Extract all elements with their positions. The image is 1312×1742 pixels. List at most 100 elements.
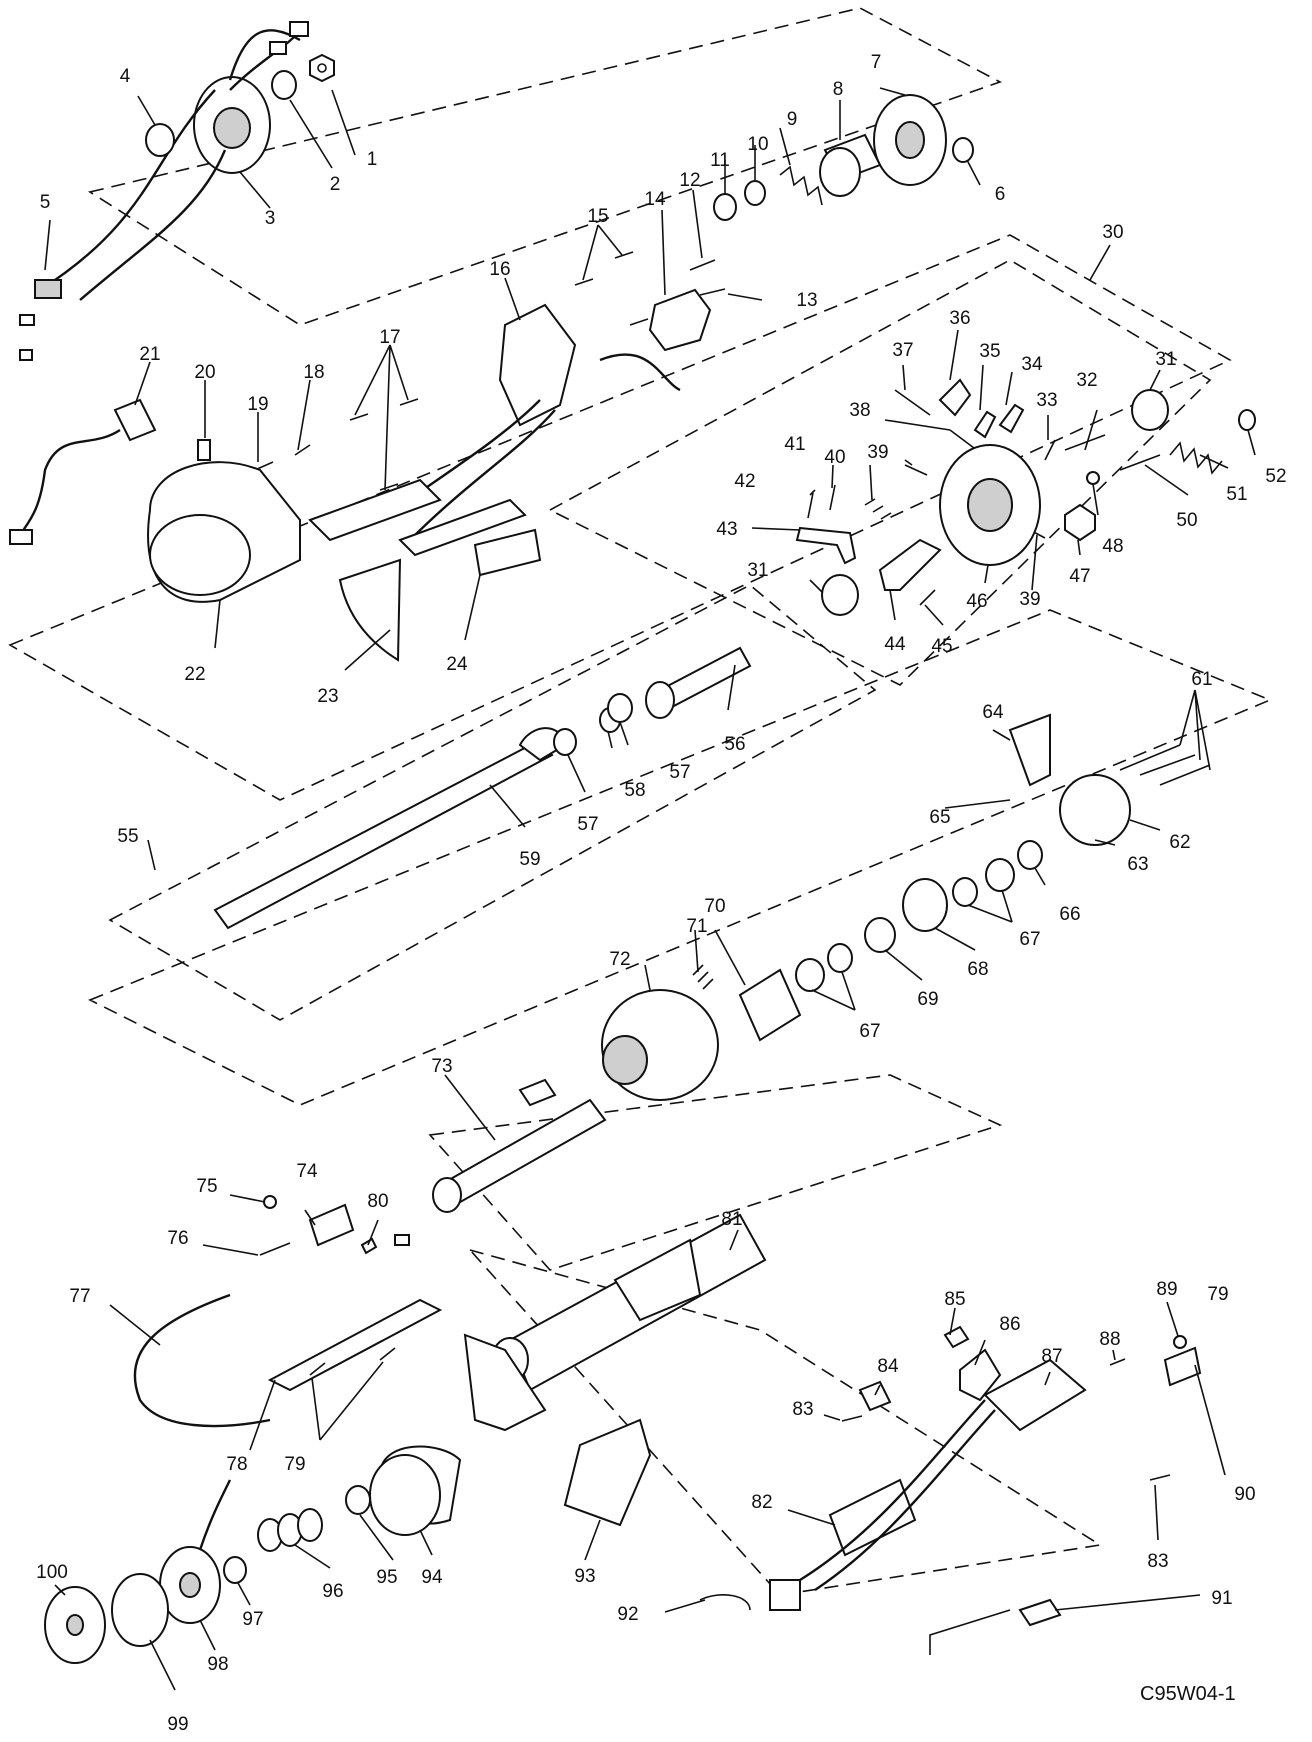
callout-90: 90: [1234, 1484, 1255, 1505]
callout-67-left: 67: [859, 1021, 880, 1042]
part-connector: [34, 279, 62, 299]
part-washer-67a: [985, 858, 1015, 892]
part-clamp-92: [699, 1594, 751, 1611]
part-plate-99: [111, 1573, 169, 1647]
callout-70: 70: [704, 896, 725, 917]
callout-61: 61: [1191, 669, 1212, 690]
part-cap-52: [1238, 409, 1256, 431]
part-cam-85: [943, 1325, 970, 1349]
callout-43: 43: [716, 519, 737, 540]
callout-59: 59: [519, 849, 540, 870]
callout-55: 55: [117, 826, 138, 847]
boundary-lower-shaft: [428, 1074, 1003, 1271]
callout-92: 92: [617, 1604, 638, 1625]
callout-98: 98: [207, 1654, 228, 1675]
callout-79-right: 79: [1207, 1284, 1228, 1305]
callout-95: 95: [376, 1567, 397, 1588]
boundary-lower-bracket: [467, 1248, 1103, 1596]
callout-68: 68: [967, 959, 988, 980]
callout-93: 93: [574, 1566, 595, 1587]
part-switch-assembly-87: [983, 1358, 1087, 1432]
part-turn-signal-switch: [498, 303, 577, 427]
part-bolts-61: [1119, 744, 1211, 786]
part-bracket-24: [473, 528, 542, 577]
part-washer: [271, 70, 297, 100]
callout-16: 16: [489, 259, 510, 280]
part-pin-45: [919, 589, 936, 606]
callout-51: 51: [1226, 484, 1247, 505]
part-screw-75: [263, 1195, 277, 1209]
callout-34: 34: [1021, 354, 1043, 375]
boundary-shaft: [108, 584, 877, 1021]
callout-96: 96: [322, 1581, 343, 1602]
callout-76: 76: [167, 1228, 188, 1249]
part-bulb-20: [197, 439, 211, 461]
part-ring-66: [1017, 840, 1043, 870]
callout-39-bottom: 39: [1019, 589, 1040, 610]
part-plate-strip: [308, 478, 442, 542]
callout-36: 36: [949, 308, 970, 329]
part-retaining-ring: [713, 193, 737, 221]
part-bearing-31-top: [1131, 389, 1169, 431]
part-pin-33: [1044, 439, 1056, 461]
callout-83-left: 83: [792, 1399, 813, 1420]
callout-18: 18: [303, 362, 324, 383]
callout-57-right: 57: [669, 762, 690, 783]
part-nut-89: [1173, 1335, 1187, 1349]
callout-86: 86: [999, 1314, 1020, 1335]
callout-74: 74: [296, 1161, 318, 1182]
part-plate-68: [902, 878, 948, 932]
callout-14: 14: [644, 189, 666, 210]
callout-30: 30: [1102, 222, 1123, 243]
part-spring: [779, 165, 823, 206]
callout-75: 75: [196, 1176, 217, 1197]
callout-23: 23: [317, 686, 338, 707]
part-screws-79: [309, 1347, 396, 1376]
callout-41: 41: [784, 434, 805, 455]
part-washer-small: [744, 180, 766, 206]
part-pin-37: [894, 389, 931, 416]
callout-87: 87: [1041, 1346, 1062, 1367]
part-pin-39a: [904, 464, 928, 476]
wire-harness-lower: [799, 1399, 996, 1591]
callout-12: 12: [679, 170, 700, 191]
callout-66: 66: [1059, 904, 1080, 925]
part-bracket-64: [1008, 713, 1051, 787]
callout-4: 4: [120, 66, 131, 87]
part-washer-67d: [795, 958, 825, 992]
part-lever-36: [938, 378, 972, 417]
part-screws-15: [574, 251, 649, 326]
part-pin-42: [807, 492, 814, 519]
wire-harness-upper: [39, 29, 301, 301]
part-actuator-74: [308, 1203, 355, 1247]
diagram-code: C95W04-1: [1140, 1683, 1236, 1705]
callout-20: 20: [194, 362, 215, 383]
callout-38: 38: [849, 400, 870, 421]
callout-labels: 1 2 3 4 5 6 7 8 9 10 11 12 13 14 15 16 1…: [36, 52, 1286, 1735]
callout-56: 56: [724, 734, 745, 755]
callout-8: 8: [833, 79, 844, 100]
callout-5: 5: [40, 192, 51, 213]
callout-42: 42: [734, 471, 755, 492]
part-clip-80: [360, 1237, 378, 1255]
part-harness-91: [1018, 1598, 1062, 1627]
boundary-tilt-housing: [548, 259, 1212, 686]
callout-63: 63: [1127, 854, 1148, 875]
callout-97: 97: [242, 1609, 263, 1630]
boundary-column-jacket: [88, 609, 1273, 1106]
callout-32: 32: [1076, 370, 1097, 391]
callout-40: 40: [824, 447, 845, 468]
part-pin-32: [1064, 434, 1106, 451]
part-adapter-63: [1059, 774, 1131, 846]
part-screw-88: [1109, 1358, 1126, 1366]
part-trim-plate-23: [338, 558, 402, 662]
part-lever-86: [959, 1348, 1002, 1402]
callout-19: 19: [247, 394, 268, 415]
callout-22: 22: [184, 664, 205, 685]
callout-100: 100: [36, 1562, 68, 1583]
part-cable-77: [133, 1293, 271, 1428]
callout-45: 45: [931, 636, 952, 657]
callout-17: 17: [379, 327, 400, 348]
callout-52: 52: [1265, 466, 1286, 487]
part-steering-shaft-59: [213, 738, 554, 930]
